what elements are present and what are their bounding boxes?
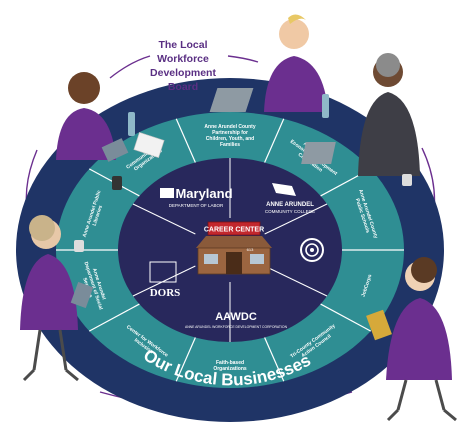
inner-divider xyxy=(132,265,196,297)
building-window-right xyxy=(250,254,264,264)
building-window-left xyxy=(204,254,218,264)
title-line-4: Board xyxy=(167,81,199,93)
laptop-icon xyxy=(209,88,254,112)
ring-divider xyxy=(88,303,140,332)
spiral-logo-core xyxy=(310,248,314,252)
title-line-1: The Local xyxy=(158,39,208,51)
ring-divider xyxy=(175,118,196,163)
person-hair xyxy=(411,257,437,283)
ring-divider xyxy=(264,118,285,163)
spiral-logo-icon xyxy=(300,238,324,262)
person-left xyxy=(20,215,94,382)
chair-icon xyxy=(22,329,79,382)
ring-divider xyxy=(175,337,196,382)
dors-text: DORS xyxy=(150,287,181,299)
person-top-right xyxy=(301,53,420,186)
person-head-icon xyxy=(68,72,100,104)
arrow-top-right xyxy=(227,55,259,63)
maryland-subtext: DEPARTMENT OF LABOR xyxy=(169,203,224,208)
person-top-left xyxy=(56,72,135,162)
maryland-text: Maryland xyxy=(175,186,232,201)
inner-divider xyxy=(264,203,328,235)
person-body xyxy=(56,108,116,160)
career-center-building: CAREER CENTER 613 xyxy=(196,221,272,275)
water-bottle-icon xyxy=(322,94,329,118)
person-body xyxy=(358,92,420,176)
person-body xyxy=(264,56,328,112)
spiral-logo xyxy=(300,238,324,262)
aacc-emblem-icon xyxy=(272,183,296,196)
chair-icon xyxy=(386,379,457,422)
dors-emblem-icon xyxy=(149,261,177,283)
coffee-mug-icon xyxy=(402,174,412,186)
laptop-icon xyxy=(301,142,336,164)
person-top-center xyxy=(209,14,329,118)
spiral-logo-inner xyxy=(305,243,319,257)
career-center-sign-text: CAREER CENTER xyxy=(204,227,264,234)
person-body xyxy=(386,298,452,380)
inner-divider xyxy=(132,203,196,235)
ring-divider xyxy=(264,337,285,382)
person-right xyxy=(366,257,457,422)
person-hair xyxy=(376,53,400,77)
aacc-logo: ANNE ARUNDEL COMMUNITY COLLEGE xyxy=(265,183,315,214)
ring-divider xyxy=(320,303,372,332)
aawdc-text: AAWDC xyxy=(215,311,257,323)
notepad-icon xyxy=(366,309,392,341)
arrow-top-left xyxy=(109,55,151,79)
water-bottle-icon xyxy=(128,112,135,136)
coffee-mug-icon xyxy=(74,240,84,252)
person-hair xyxy=(29,215,55,241)
aacc-subtext: COMMUNITY COLLEGE xyxy=(265,209,315,214)
people xyxy=(20,14,457,422)
person-body xyxy=(20,254,78,330)
aawdc-logo: AAWDC ANNE ARUNDEL WORKFORCE DEVELOPMENT… xyxy=(185,311,288,329)
phone-icon xyxy=(112,176,122,190)
building-number: 613 xyxy=(247,247,254,252)
aacc-name: ANNE ARUNDEL xyxy=(266,202,314,208)
tablet-icon xyxy=(70,281,94,309)
title-line-2: Workforce xyxy=(157,53,209,65)
page-title: The Local Workforce Development Board xyxy=(128,38,238,94)
person-hair xyxy=(288,14,306,24)
inner-divider xyxy=(264,265,328,297)
title-line-3: Development xyxy=(150,67,216,79)
tablet-icon xyxy=(101,138,129,162)
papers-icon xyxy=(133,132,165,158)
maryland-logo: Maryland DEPARTMENT OF LABOR xyxy=(160,186,233,208)
dors-logo: DORS xyxy=(149,261,181,299)
building-roof xyxy=(196,236,272,248)
building-door-icon xyxy=(226,252,242,274)
person-head-icon xyxy=(279,19,309,49)
aawdc-subtext: ANNE ARUNDEL WORKFORCE DEVELOPMENT CORPO… xyxy=(185,325,288,329)
maryland-flag-icon xyxy=(160,188,174,198)
inner-dividers xyxy=(132,158,328,342)
career-center-sign xyxy=(207,221,261,236)
